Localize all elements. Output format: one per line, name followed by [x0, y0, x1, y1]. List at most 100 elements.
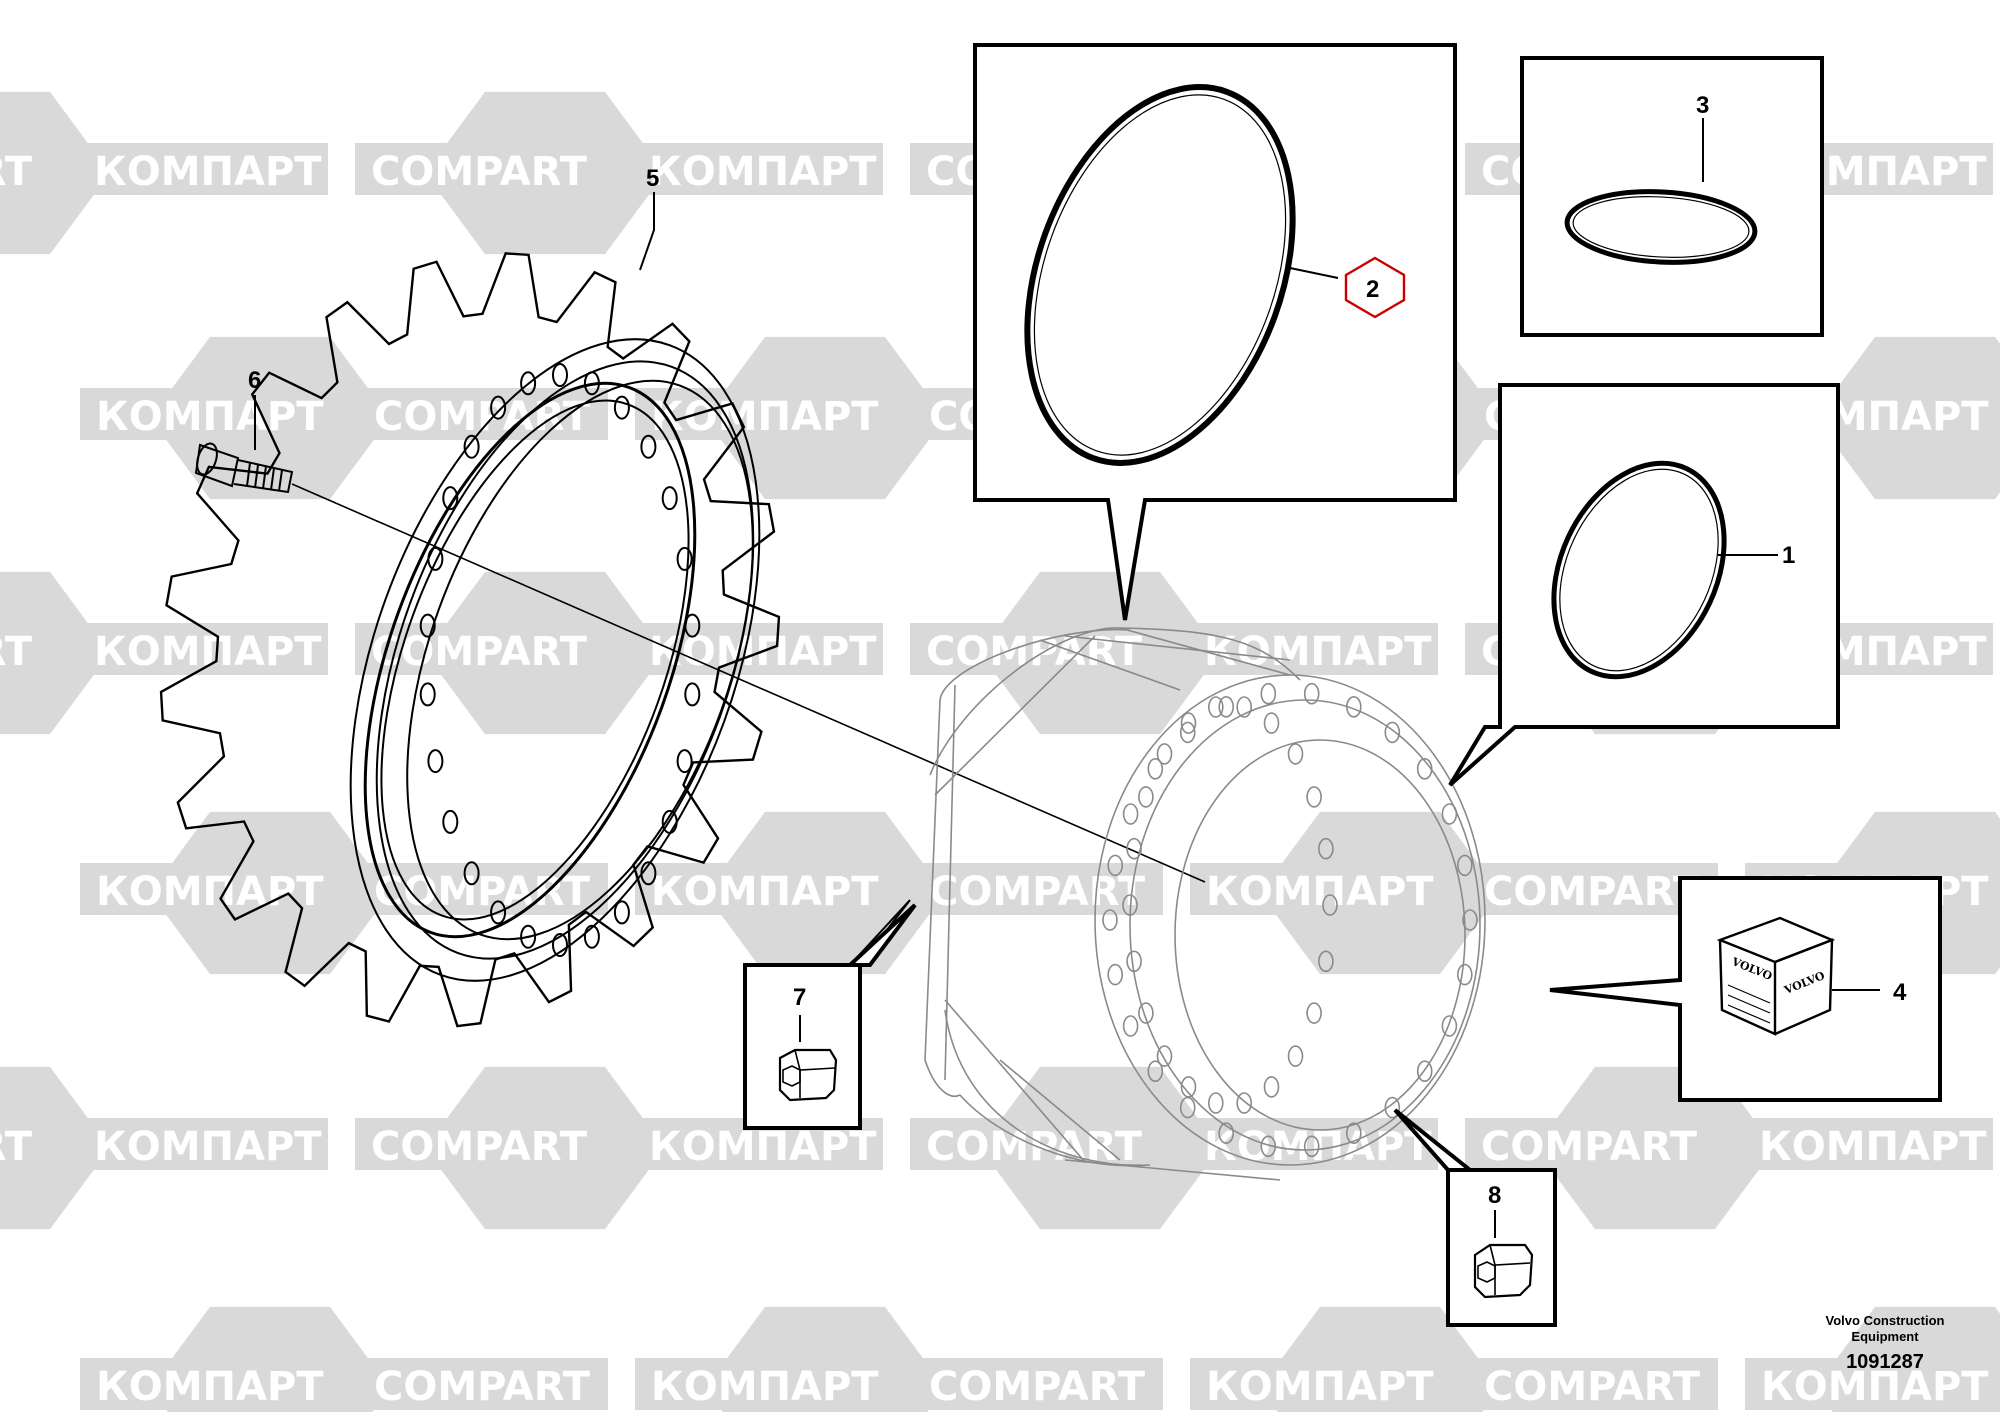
hub-bolt-hole — [1122, 803, 1139, 825]
watermark-banner — [913, 1358, 1163, 1410]
svg-text:3: 3 — [1696, 92, 1709, 119]
hub-bolt-hole — [1107, 854, 1123, 877]
sprocket-bolt-hole — [661, 809, 678, 834]
watermark-word: КОМПАРТ — [96, 394, 324, 440]
watermark-word: КОМПАРТ — [94, 1124, 322, 1170]
detail-frame-plug-7 — [743, 899, 917, 1130]
watermark-word: КОМПАРТ — [649, 1124, 877, 1170]
sprocket-bolt-hole — [490, 900, 507, 925]
sprocket-bolt-hole — [613, 395, 630, 420]
watermark-banner — [635, 1358, 885, 1410]
hub-bolt-hole — [1303, 1135, 1320, 1158]
callout-4[interactable]: 4 — [1893, 979, 1907, 1006]
watermark-banner — [910, 1118, 1160, 1170]
svg-text:1: 1 — [1782, 542, 1795, 569]
watermark-hexagon — [0, 571, 110, 735]
svg-text:8: 8 — [1488, 1182, 1501, 1209]
hub-bolt-hole — [1138, 1002, 1154, 1024]
callout-3[interactable]: 3 — [1696, 92, 1709, 119]
watermark-word: COMPART — [1484, 869, 1701, 915]
watermark-word: COMPART — [374, 394, 591, 440]
watermark-banner — [78, 1118, 328, 1170]
watermark-word: COMPART — [0, 1124, 33, 1170]
hub-bolt-hole — [1208, 696, 1224, 718]
watermark-word: COMPART — [371, 149, 588, 195]
hub-bolt-hole — [1236, 1092, 1252, 1114]
sprocket-bolt-hole — [442, 809, 459, 834]
hub-bolt-hole — [1208, 1092, 1224, 1114]
sprocket-bolt-hole — [684, 613, 701, 638]
sprocket-bolt-hole — [676, 546, 693, 571]
callout-2[interactable]: 2 — [1344, 256, 1406, 319]
hub-bolt-hole — [1147, 1060, 1164, 1082]
watermark-banner — [78, 143, 328, 195]
watermark-word: COMPART — [371, 629, 588, 675]
hub-bolt-hole — [1180, 712, 1197, 734]
hub-bolt-hole — [1260, 682, 1277, 705]
watermark-word: COMPART — [926, 629, 1143, 675]
hub-bolt-hole — [1156, 743, 1173, 765]
sprocket-bolt-hole — [520, 924, 537, 949]
hub-bolt-hole — [1218, 695, 1234, 718]
watermark-banner — [0, 1118, 50, 1170]
sprocket-teeth-outline — [159, 252, 781, 1028]
watermark-word: КОМПАРТ — [94, 629, 322, 675]
watermark-word: КОМПАРТ — [1206, 1364, 1434, 1410]
drum-drawing — [924, 627, 1301, 1181]
credit-line-2: Equipment — [1851, 1329, 1919, 1344]
sprocket-bolt-hole — [419, 613, 436, 638]
hub-bolt-hole — [1384, 721, 1401, 744]
plug-7-icon — [778, 1048, 838, 1102]
detail-frame-o-ring-2 — [973, 43, 1457, 621]
svg-text:7: 7 — [793, 984, 806, 1011]
credit-line-1: Volvo Construction — [1826, 1313, 1945, 1328]
sprocket-bolt-hole — [463, 861, 480, 886]
hub-bolt-hole — [1457, 963, 1473, 986]
sprocket-bolt-hole — [427, 546, 444, 571]
callout-8[interactable]: 8 — [1488, 1182, 1501, 1209]
hub-bolt-hole — [1416, 1060, 1433, 1082]
sprocket-bolt-hole — [583, 371, 600, 396]
watermark-word: COMPART — [374, 1364, 591, 1410]
watermark-banner — [1745, 1358, 1995, 1410]
svg-text:4: 4 — [1893, 979, 1907, 1006]
sprocket-bolt-hole — [520, 371, 537, 396]
hub-bolt-hole — [1107, 963, 1123, 986]
sprocket-bolt-hole — [419, 682, 436, 707]
hub-bolt-hole — [1236, 696, 1252, 718]
watermark-word: COMPART — [371, 1124, 588, 1170]
hub-bolt-hole — [1263, 712, 1280, 734]
watermark-banner — [1188, 1118, 1438, 1170]
callout-7[interactable]: 7 — [793, 984, 806, 1011]
sprocket-drawing[interactable] — [91, 196, 849, 1085]
hub-bolt-hole — [1122, 1015, 1139, 1037]
hub-bolt-hole — [1102, 909, 1118, 931]
watermark-word: КОМПАРТ — [96, 869, 324, 915]
detail-frame-seal-ring-3 — [1520, 56, 1824, 337]
watermark-banner — [0, 623, 50, 675]
hub-bolt-hole — [1322, 894, 1338, 916]
hub-bolt-hole — [1122, 894, 1138, 916]
callout-1[interactable]: 1 — [1782, 542, 1795, 569]
hub-bolt-hole — [1263, 1076, 1280, 1098]
hub-bolt-hole — [1318, 950, 1334, 973]
hub-bolt-hole — [1441, 1015, 1458, 1037]
callout-5[interactable]: 5 — [646, 165, 659, 192]
sprocket-bolt-hole — [684, 682, 701, 707]
hub-bolt-hole — [1457, 854, 1473, 877]
watermark-word: КОМПАРТ — [1204, 629, 1432, 675]
sprocket-bolt-hole — [427, 749, 444, 774]
bolt-drawing[interactable] — [193, 441, 294, 494]
sprocket-bolt-hole — [583, 924, 600, 949]
detail-frame-oil-kit-4: VOLVO VOLVO — [1549, 876, 1942, 1102]
hub-bolt-hole — [1180, 1076, 1197, 1098]
sprocket-bolt-hole — [640, 861, 657, 886]
sprocket-bolt-hole — [676, 749, 693, 774]
callout-6[interactable]: 6 — [248, 367, 261, 394]
hub-bolt-hole — [1462, 909, 1478, 931]
watermark-banner — [80, 1358, 330, 1410]
sprocket-bolt-hole — [661, 486, 678, 511]
watermark-hexagon — [0, 1066, 110, 1230]
watermark-word: COMPART — [929, 1364, 1146, 1410]
